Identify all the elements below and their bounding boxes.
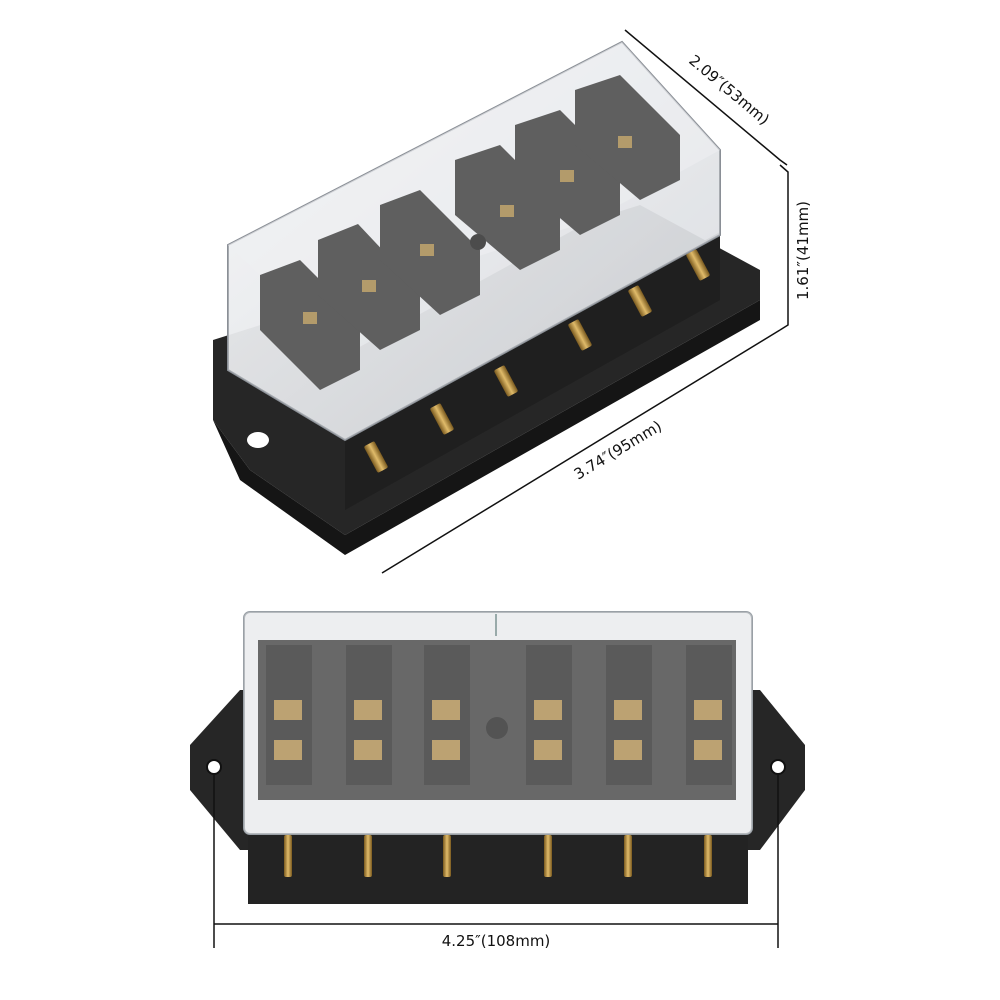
dimension-lines-top xyxy=(381,29,789,574)
dimension-height: 1.61″(41mm) xyxy=(794,201,812,300)
dimension-width: 4.25″(108mm) xyxy=(442,932,551,950)
terminals-bottom xyxy=(284,835,712,877)
fuse-holders-front xyxy=(266,645,732,785)
mounting-hole xyxy=(247,432,269,448)
mounting-hole-left xyxy=(206,759,222,775)
mounting-hole-right xyxy=(770,759,786,775)
dimension-lines-bottom xyxy=(213,775,779,948)
terminals-front xyxy=(364,249,710,473)
angled-view xyxy=(213,40,760,555)
dimension-length: 3.74″(95mm) xyxy=(571,417,665,483)
front-view xyxy=(190,611,805,904)
